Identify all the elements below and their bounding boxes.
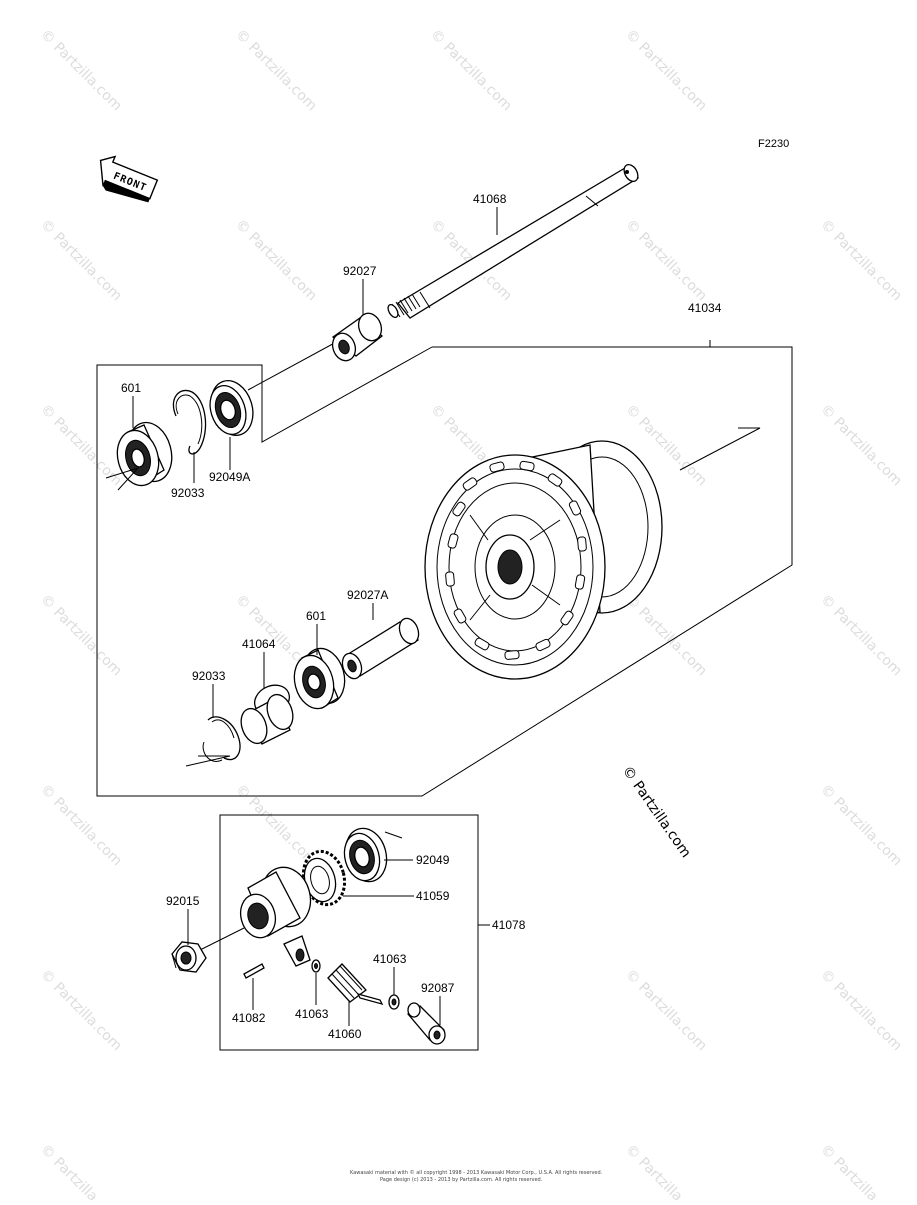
watermark: © Partzilla.com xyxy=(622,1142,710,1200)
watermark: © Partzilla.com xyxy=(622,27,710,115)
part-label-601[interactable]: 601 xyxy=(306,609,326,623)
circlip-end xyxy=(202,741,223,762)
part-label-92027A[interactable]: 92027A xyxy=(347,588,388,602)
leader-line xyxy=(199,927,245,951)
part-label-92049[interactable]: 92049 xyxy=(416,853,450,867)
part-label-41068[interactable]: 41068 xyxy=(473,192,507,206)
watermark: © Partzilla.com xyxy=(817,967,905,1055)
gear-assembly-outline xyxy=(219,814,479,1051)
figure-code: F2230 xyxy=(758,138,789,150)
leader-line xyxy=(247,339,341,391)
watermark: © Partzilla.com xyxy=(232,782,320,870)
watermark: © Partzilla.com xyxy=(37,27,125,115)
oil-seal xyxy=(209,380,254,436)
part-label-41082[interactable]: 41082 xyxy=(232,1011,266,1025)
watermark: © Partzilla.com xyxy=(37,217,125,305)
watermark: © Partzilla.com xyxy=(37,1142,125,1200)
pinion-gear xyxy=(327,963,384,1006)
wheel-hub xyxy=(424,440,663,680)
watermark: © Partzilla.com xyxy=(427,27,515,115)
part-label-92087[interactable]: 92087 xyxy=(421,981,455,995)
watermark: © Partzilla.com xyxy=(817,402,905,490)
part-label-41063[interactable]: 41063 xyxy=(295,1007,329,1021)
part-label-41034[interactable]: 41034 xyxy=(688,301,722,315)
footer-design: Page design (c) 2013 - 2013 by Partzilla… xyxy=(380,1177,543,1183)
watermark: © Partzilla.com xyxy=(37,782,125,870)
hub-assembly-outline xyxy=(96,346,793,797)
part-label-41078[interactable]: 41078 xyxy=(492,918,526,932)
ball-bearing xyxy=(293,647,346,710)
gear-housing xyxy=(239,866,312,967)
washer xyxy=(311,959,321,973)
part-label-41063[interactable]: 41063 xyxy=(373,952,407,966)
part-label-92033[interactable]: 92033 xyxy=(192,669,226,683)
circlip-inner xyxy=(175,394,203,445)
leader-line xyxy=(185,755,231,767)
circlip-inner xyxy=(211,719,235,739)
collar xyxy=(341,617,420,680)
pin xyxy=(243,963,265,979)
watermark: © Partzilla.com xyxy=(817,592,905,680)
circlip xyxy=(207,716,241,761)
watermark: © Partzilla.com xyxy=(232,27,320,115)
part-label-92015[interactable]: 92015 xyxy=(166,894,200,908)
ball-bearing xyxy=(116,421,173,487)
copyright-text: © Partzilla.com xyxy=(619,763,694,861)
part-label-92027[interactable]: 92027 xyxy=(343,264,377,278)
axle-nut xyxy=(171,941,207,973)
watermark: © Partzilla.com xyxy=(817,782,905,870)
gear-retainer xyxy=(240,684,294,745)
front-arrow-icon: FRONT xyxy=(99,155,159,203)
watermark: © Partzilla.com xyxy=(817,1142,905,1200)
part-label-601[interactable]: 601 xyxy=(121,381,141,395)
watermark: © Partzilla.com xyxy=(622,592,710,680)
part-label-92049A[interactable]: 92049A xyxy=(209,470,250,484)
washer xyxy=(388,994,400,1010)
leader-line xyxy=(384,831,403,839)
footer-copyright: Kawasaki material with © all copyright 1… xyxy=(350,1169,603,1176)
axle xyxy=(387,163,640,319)
watermark: © Partzilla.com xyxy=(817,217,905,305)
collar xyxy=(331,312,384,362)
circlip xyxy=(172,389,207,455)
watermark: © Partzilla.com xyxy=(232,217,320,305)
part-label-41060[interactable]: 41060 xyxy=(328,1027,362,1041)
leader-line xyxy=(679,427,761,471)
watermark: © Partzilla.com xyxy=(37,592,125,680)
oil-seal xyxy=(343,827,388,883)
watermark: © Partzilla.com xyxy=(622,967,710,1055)
part-label-41059[interactable]: 41059 xyxy=(416,889,450,903)
part-label-92033[interactable]: 92033 xyxy=(171,486,205,500)
bushing xyxy=(407,1002,446,1045)
leader-line xyxy=(105,466,140,491)
watermark: © Partzilla.com xyxy=(622,217,710,305)
watermark: © Partzilla.com xyxy=(37,967,125,1055)
part-label-41064[interactable]: 41064 xyxy=(242,637,276,651)
drive-gear xyxy=(301,849,347,907)
